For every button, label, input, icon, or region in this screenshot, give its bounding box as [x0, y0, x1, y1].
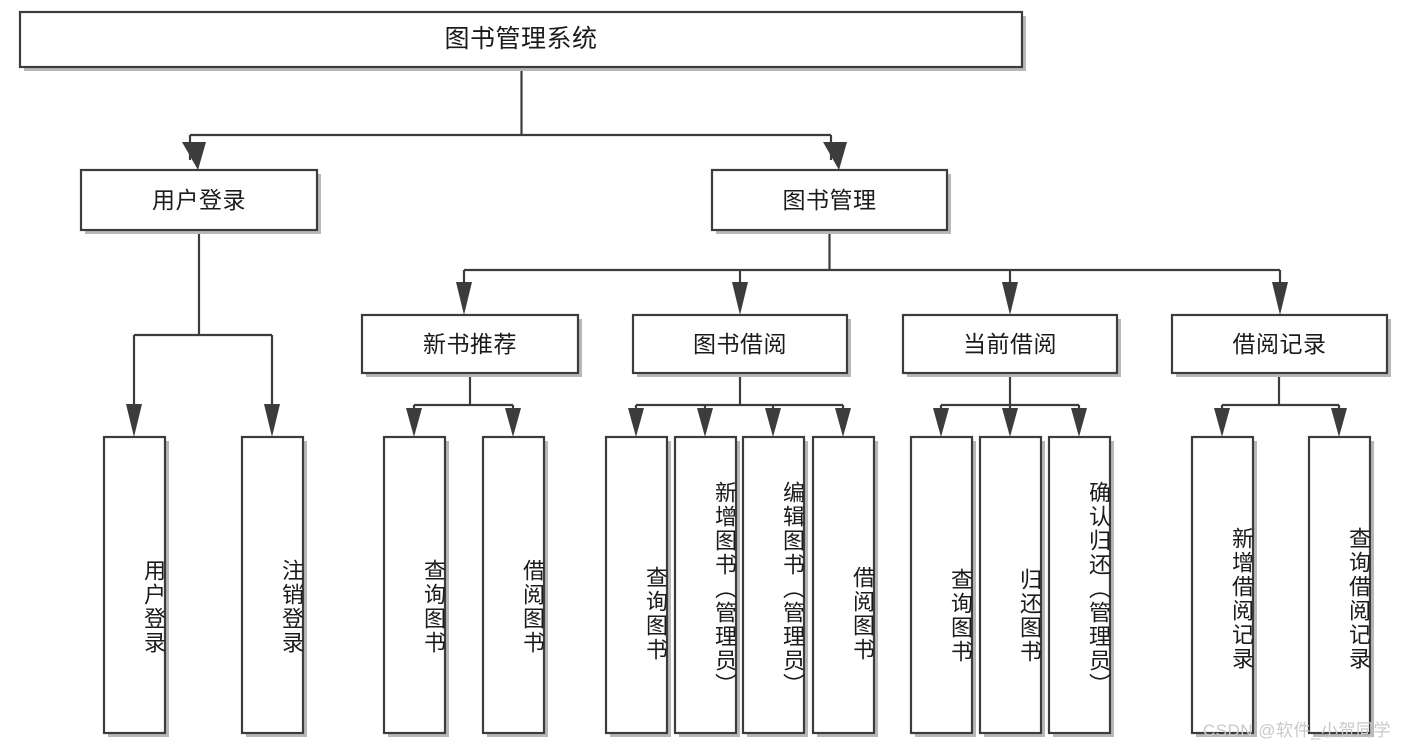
- node-current-borrow[interactable]: [903, 315, 1117, 373]
- leaf-query-books-current[interactable]: [911, 437, 972, 733]
- leaf-confirm-return-admin[interactable]: [1049, 437, 1110, 733]
- leaf-borrow-books[interactable]: [813, 437, 874, 733]
- node-boxes: [18, 10, 1391, 737]
- node-root-book-management-system[interactable]: [20, 12, 1022, 67]
- leaf-logout[interactable]: [242, 437, 303, 733]
- node-book-borrow[interactable]: [633, 315, 847, 373]
- leaf-user-login[interactable]: [104, 437, 165, 733]
- leaf-query-borrow-record[interactable]: [1309, 437, 1370, 733]
- leaf-query-books-borrow[interactable]: [606, 437, 667, 733]
- leaf-add-book-admin[interactable]: [675, 437, 736, 733]
- leaf-edit-book-admin[interactable]: [743, 437, 804, 733]
- node-user-login[interactable]: [81, 170, 317, 230]
- leaf-add-borrow-record[interactable]: [1192, 437, 1253, 733]
- arrowheads: [126, 142, 1347, 437]
- node-new-book-recommend[interactable]: [362, 315, 578, 373]
- leaf-return-books[interactable]: [980, 437, 1041, 733]
- node-borrow-records[interactable]: [1172, 315, 1387, 373]
- node-book-management[interactable]: [712, 170, 947, 230]
- leaf-borrow-books-new[interactable]: [483, 437, 544, 733]
- leaf-query-books-new[interactable]: [384, 437, 445, 733]
